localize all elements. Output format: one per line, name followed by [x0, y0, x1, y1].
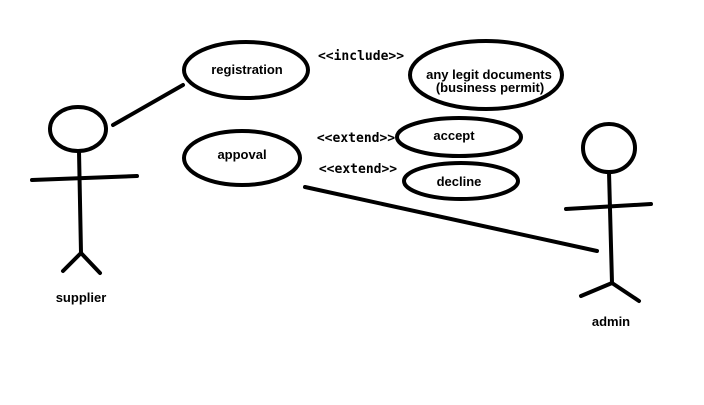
- usecase-decline: [402, 161, 520, 201]
- admin-leg-right: [610, 281, 641, 303]
- supplier-leg-right: [79, 251, 102, 275]
- relation-include-label: <<include>>: [318, 49, 404, 64]
- actor-admin: [564, 122, 653, 303]
- association-approval-admin: [303, 185, 599, 253]
- usecase-registration: [182, 40, 310, 100]
- usecase-documents: [408, 39, 564, 111]
- actor-supplier: [30, 105, 139, 275]
- actor-admin-label: admin: [592, 314, 630, 329]
- usecase-documents-label-line2: (business permit): [436, 80, 544, 95]
- usecase-accept: [395, 116, 523, 158]
- admin-body: [607, 170, 614, 285]
- usecase-documents-label-line1: any legit documents: [426, 67, 552, 82]
- admin-head: [581, 122, 637, 174]
- supplier-body: [77, 149, 83, 255]
- supplier-head: [48, 105, 108, 153]
- relation-extend-decline-label: <<extend>>: [319, 162, 397, 177]
- admin-leg-left: [579, 281, 614, 298]
- admin-arms: [564, 202, 653, 211]
- usecase-accept-label: accept: [433, 128, 475, 143]
- usecase-decline-label: decline: [437, 174, 482, 189]
- usecase-approval-label: appoval: [217, 147, 266, 162]
- actor-supplier-label: supplier: [56, 290, 107, 305]
- relation-extend-accept-label: <<extend>>: [317, 131, 395, 146]
- association-supplier-registration: [111, 83, 185, 127]
- usecase-registration-label: registration: [211, 62, 283, 77]
- supplier-arms: [30, 174, 139, 182]
- usecase-approval: [182, 129, 302, 187]
- supplier-leg-left: [61, 251, 83, 273]
